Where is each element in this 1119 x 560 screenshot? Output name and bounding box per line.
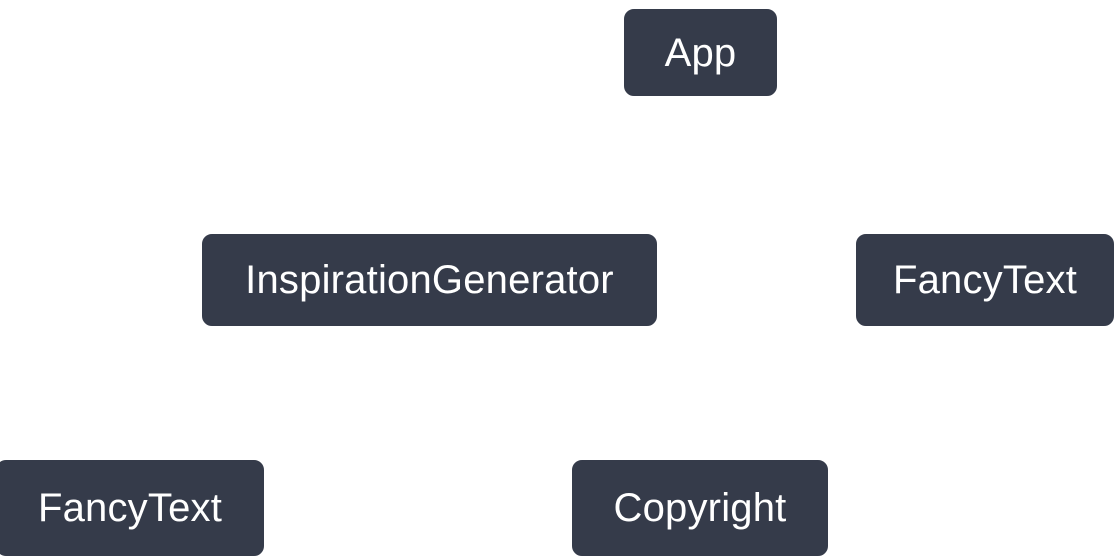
node-copyright-label: Copyright: [613, 486, 787, 530]
wire-app-to-fancy-text-top-stem: [697, 100, 789, 173]
wire-inspiration-generator-to-copyright-tail: [636, 393, 703, 456]
node-fancy-text-top-label: FancyText: [892, 258, 1078, 302]
node-app-label: App: [664, 30, 737, 75]
node-inspiration-generator[interactable]: InspirationGenerator: [198, 230, 661, 330]
node-fancy-text-bottom-label: FancyText: [37, 486, 223, 530]
edge-label-inspiration-generator-to-fancy-text-bottom: renders: [227, 381, 317, 411]
wire-inspiration-generator-to-fancy-text-bottom-stem: [340, 330, 433, 399]
node-fancy-text-bottom[interactable]: FancyText: [0, 456, 268, 560]
edge-label-inspiration-generator-to-copyright: renders: [523, 381, 613, 411]
wire-app-to-inspiration-generator-stem: [624, 100, 703, 173]
wire-app-to-fancy-text-top-tail: [918, 167, 985, 230]
edge-label-app-to-inspiration-generator: renders: [513, 155, 603, 185]
wire-app-to-inspiration-generator-tail: [407, 167, 492, 230]
node-copyright[interactable]: Copyright: [568, 456, 832, 560]
wire-inspiration-generator-to-copyright-stem: [427, 330, 500, 399]
node-app[interactable]: App: [620, 5, 781, 100]
wire-inspiration-generator-to-fancy-text-bottom-tail: [127, 393, 204, 456]
edge-label-app-to-fancy-text-top: renders: [808, 155, 898, 185]
node-inspiration-generator-label: InspirationGenerator: [245, 258, 614, 302]
node-fancy-text-top[interactable]: FancyText: [852, 230, 1118, 330]
